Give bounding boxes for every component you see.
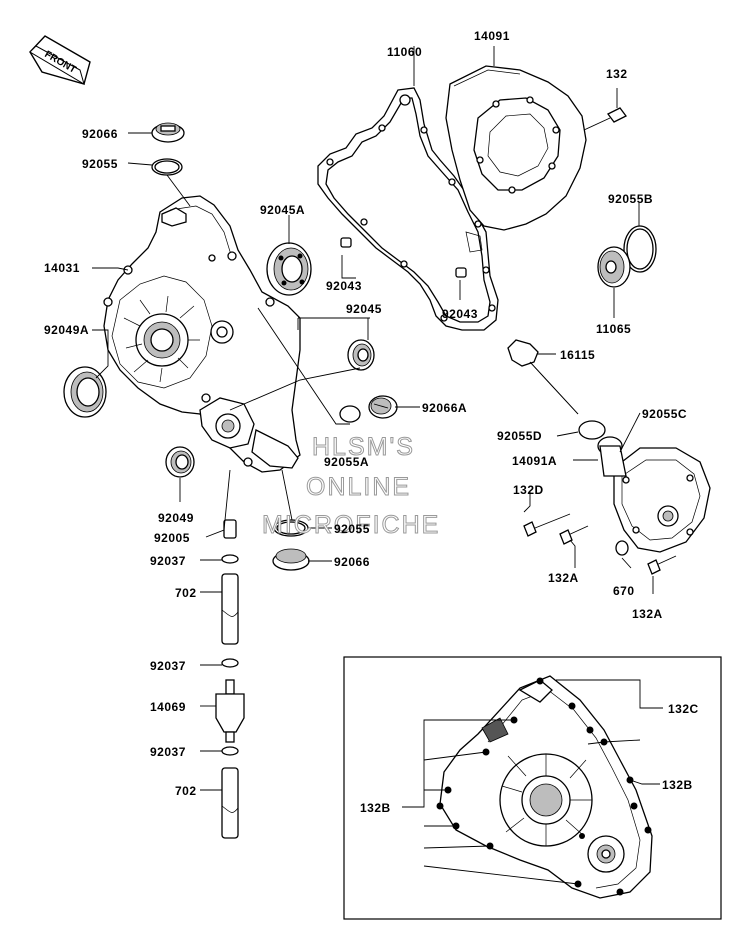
crankcase-cover-14031 bbox=[103, 195, 301, 473]
label-92055A: 92055A bbox=[324, 455, 369, 469]
gasket-11060 bbox=[317, 87, 499, 331]
watermark: HLSM'S ONLINE MICROFICHE bbox=[262, 433, 440, 540]
label-132A-a: 132A bbox=[548, 571, 579, 585]
part-labels: 14091 11060 132 92066 92055 92045A 14031… bbox=[44, 29, 699, 815]
inset-cover-view bbox=[436, 675, 653, 899]
label-92037-a: 92037 bbox=[150, 554, 186, 568]
label-11060: 11060 bbox=[387, 45, 422, 59]
bolt-132A-b bbox=[647, 555, 677, 575]
label-702-b: 702 bbox=[175, 784, 197, 798]
bearing-92045 bbox=[347, 339, 375, 371]
label-14091: 14091 bbox=[474, 29, 510, 43]
hose-702-a bbox=[221, 573, 239, 645]
label-92037-b: 92037 bbox=[150, 659, 186, 673]
bolt-132D bbox=[523, 513, 571, 537]
label-92055D: 92055D bbox=[497, 429, 542, 443]
plate-14091 bbox=[445, 65, 587, 231]
label-14031: 14031 bbox=[44, 261, 80, 275]
clamp-92037-b bbox=[221, 658, 239, 668]
bearing-92045A bbox=[266, 242, 312, 296]
filter-14069 bbox=[215, 693, 245, 733]
dowel-pin-92043-a bbox=[340, 237, 352, 248]
watermark-line-2: ONLINE bbox=[306, 473, 411, 501]
oil-seal-92049A bbox=[63, 366, 107, 418]
clamp-92037-c bbox=[221, 746, 239, 756]
label-92005: 92005 bbox=[154, 531, 190, 545]
label-132: 132 bbox=[606, 67, 628, 81]
dowel-pin-92043-b bbox=[455, 267, 467, 278]
label-92066: 92066 bbox=[82, 127, 118, 141]
plug-92066-top bbox=[151, 122, 185, 143]
label-92043-a: 92043 bbox=[326, 279, 362, 293]
label-670: 670 bbox=[613, 584, 635, 598]
o-ring-92055D bbox=[578, 420, 606, 440]
cap-11065 bbox=[597, 246, 631, 288]
cover-14091A bbox=[597, 436, 711, 553]
label-132B-b: 132B bbox=[360, 801, 391, 815]
label-92055-lower: 92055 bbox=[334, 522, 370, 536]
leader-lines bbox=[92, 46, 663, 885]
oil-seal-92049 bbox=[165, 446, 195, 478]
label-92049A: 92049A bbox=[44, 323, 89, 337]
dipstick-16115 bbox=[507, 339, 579, 415]
label-92037-c: 92037 bbox=[150, 745, 186, 759]
label-132C: 132C bbox=[668, 702, 699, 716]
label-132D: 132D bbox=[513, 483, 544, 497]
hose-702-b bbox=[221, 767, 239, 839]
label-92066A: 92066A bbox=[422, 401, 467, 415]
label-92055C: 92055C bbox=[642, 407, 687, 421]
label-92045A: 92045A bbox=[260, 203, 305, 217]
bolt-132 bbox=[583, 107, 627, 131]
label-14069: 14069 bbox=[150, 700, 186, 714]
plug-92066-lower bbox=[272, 548, 310, 571]
label-92055B: 92055B bbox=[608, 192, 653, 206]
label-14091A: 14091A bbox=[512, 454, 557, 468]
o-ring-670 bbox=[615, 540, 629, 556]
o-ring-92055A bbox=[339, 405, 361, 423]
label-92045: 92045 bbox=[346, 302, 382, 316]
label-92066-lower: 92066 bbox=[334, 555, 370, 569]
plug-92066A bbox=[368, 395, 398, 419]
label-132A-b: 132A bbox=[632, 607, 663, 621]
bolt-132A-a bbox=[559, 525, 589, 545]
label-11065: 11065 bbox=[596, 322, 631, 336]
watermark-line-1: HLSM'S bbox=[312, 433, 415, 461]
label-132B-a: 132B bbox=[662, 778, 693, 792]
label-702-a: 702 bbox=[175, 586, 197, 600]
label-92049: 92049 bbox=[158, 511, 194, 525]
watermark-line-3: MICROFICHE bbox=[262, 511, 440, 539]
front-arrow-icon: FRONT bbox=[29, 35, 91, 86]
inset-box bbox=[343, 656, 722, 920]
label-92043-b: 92043 bbox=[442, 307, 478, 321]
hose-assembly bbox=[215, 519, 245, 839]
label-16115: 16115 bbox=[560, 348, 595, 362]
fitting-92005 bbox=[223, 519, 237, 539]
clamp-92037-a bbox=[221, 554, 239, 564]
label-92055: 92055 bbox=[82, 157, 118, 171]
